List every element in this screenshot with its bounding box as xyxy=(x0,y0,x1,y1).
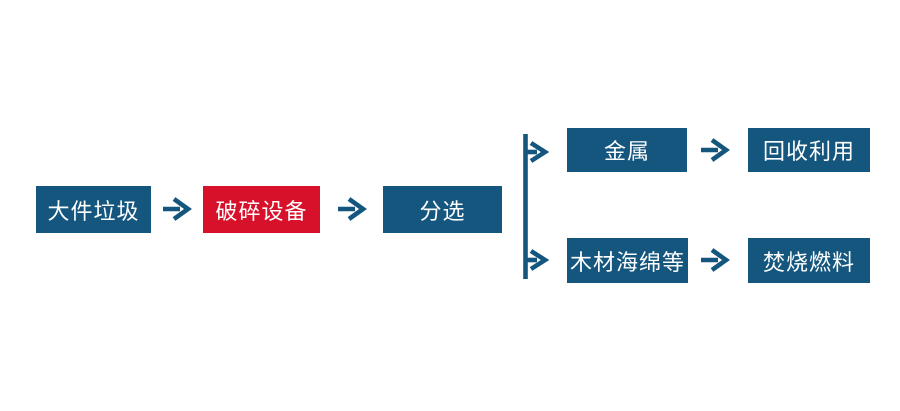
node-sorting-label: 分选 xyxy=(419,198,466,224)
node-incineration-fuel: 焚烧燃料 xyxy=(748,238,870,283)
node-wood-sponge: 木材海绵等 xyxy=(567,238,688,283)
wood-to-incineration-arrow-icon xyxy=(701,248,730,272)
bulky-to-crushing-arrow-icon xyxy=(163,197,192,221)
crushing-to-sorting-arrow-icon xyxy=(338,197,367,221)
metal-to-recycling-arrow-icon xyxy=(701,138,730,162)
node-metal-label: 金属 xyxy=(603,139,650,164)
node-recycling: 回收利用 xyxy=(748,128,870,172)
node-incineration-fuel-label: 焚烧燃料 xyxy=(762,249,855,275)
node-bulky-waste-label: 大件垃圾 xyxy=(47,198,140,224)
branch-top-arrow-icon xyxy=(529,141,550,163)
sorting-branch-connector xyxy=(523,134,550,279)
node-sorting: 分选 xyxy=(383,186,502,233)
node-crushing-equipment-label: 破碎设备 xyxy=(215,198,308,224)
branch-bottom-arrow-icon xyxy=(529,249,550,271)
node-wood-sponge-label: 木材海绵等 xyxy=(569,249,685,275)
node-bulky-waste: 大件垃圾 xyxy=(36,186,151,233)
node-metal: 金属 xyxy=(567,128,687,172)
node-crushing-equipment: 破碎设备 xyxy=(203,186,320,233)
node-recycling-label: 回收利用 xyxy=(762,139,855,164)
